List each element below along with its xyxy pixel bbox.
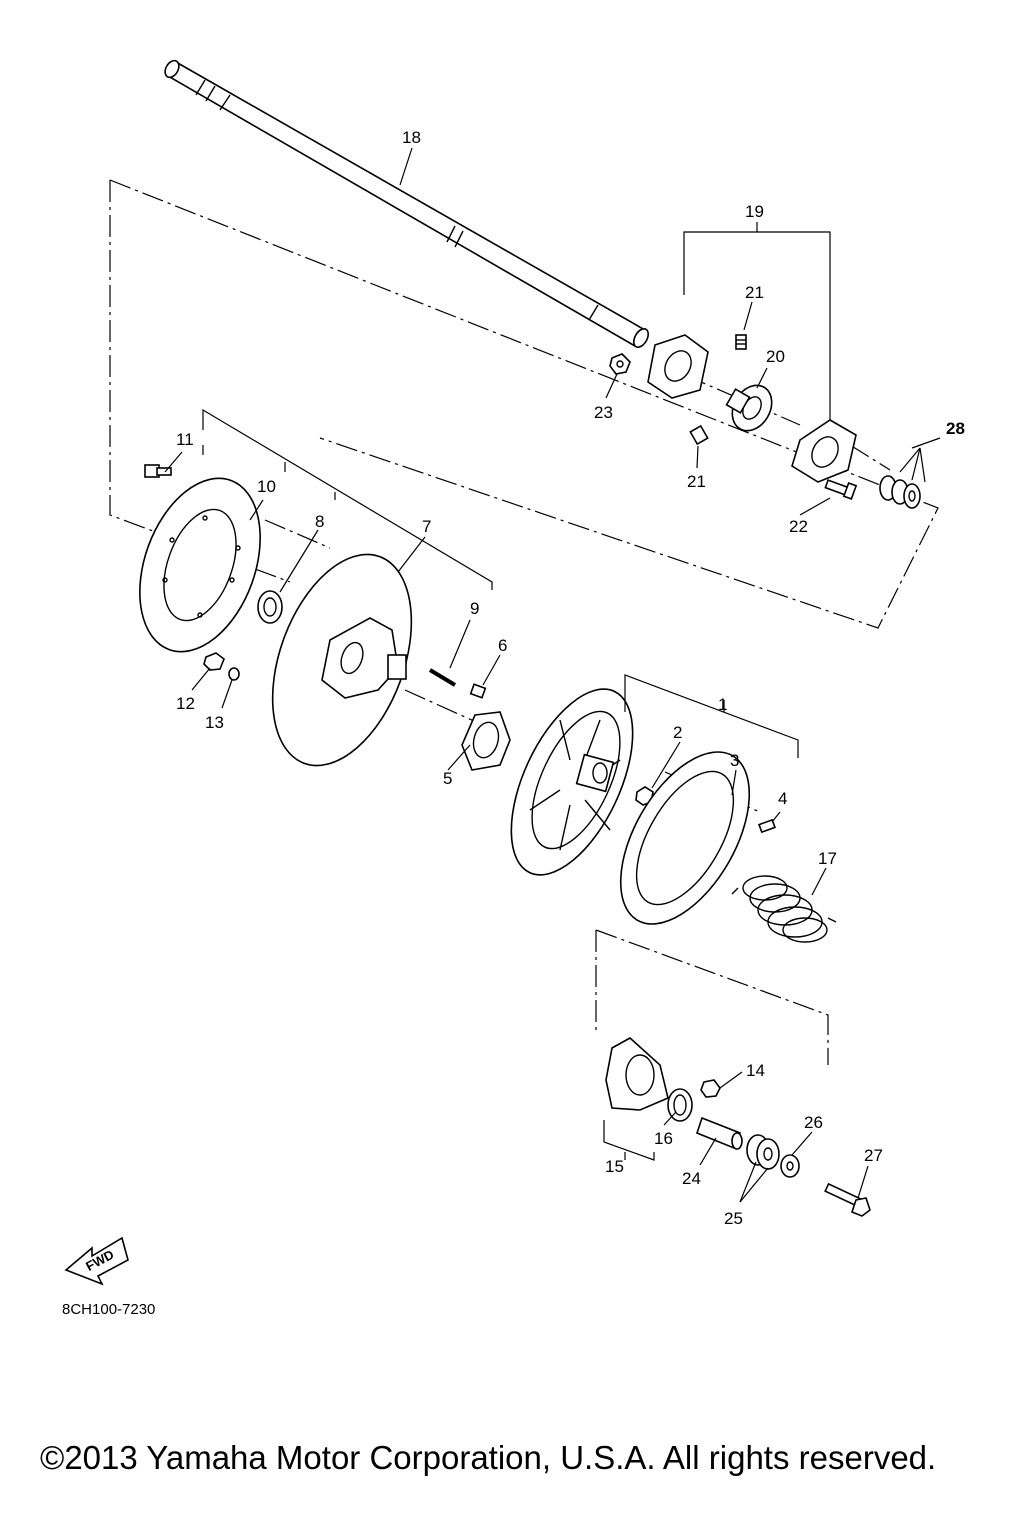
washer-cam	[780, 1154, 800, 1178]
callout-3: 3	[730, 751, 739, 770]
callout-8: 8	[315, 512, 324, 531]
callout-16: 16	[654, 1129, 673, 1148]
callout-22: 22	[789, 517, 808, 536]
nut	[609, 353, 631, 375]
callout-24: 25	[724, 1209, 743, 1228]
callout-9: 9	[470, 599, 479, 618]
collar	[257, 590, 283, 624]
shims	[879, 475, 921, 509]
callout-27: 27	[864, 1146, 883, 1165]
stud	[428, 668, 457, 687]
diagram-code: 8CH100-7230	[62, 1301, 155, 1318]
set-screw-lower	[689, 424, 709, 446]
nut-cam	[700, 1079, 721, 1098]
callout-12: 12	[176, 694, 195, 713]
callout-4: 4	[778, 789, 787, 808]
callout-5: 5	[443, 769, 452, 788]
callout-6: 6	[498, 636, 507, 655]
callout-15: 15	[605, 1157, 624, 1176]
callout-23: 23	[594, 403, 613, 422]
bolt-upper-left	[144, 464, 172, 478]
bearing	[725, 384, 773, 432]
rollers	[746, 1134, 780, 1170]
set-screw-upper	[735, 334, 747, 350]
callout-21-upper: 21	[745, 283, 764, 302]
callout-25: 24	[682, 1169, 701, 1188]
callout-21-lower: 21	[687, 472, 706, 491]
cam	[605, 1037, 669, 1111]
callout-28: 28	[946, 419, 965, 438]
bushing	[667, 1088, 693, 1122]
bolt-lower-left	[203, 652, 225, 671]
washer	[228, 667, 240, 681]
callout-26: 26	[804, 1113, 823, 1132]
callout-10: 10	[257, 477, 276, 496]
callout-1: 1	[718, 695, 727, 714]
cover-plate	[139, 477, 261, 653]
bearing-housing-upper	[647, 334, 709, 399]
callout-18: 18	[402, 128, 421, 147]
leader-lines	[164, 147, 941, 1203]
callout-14: 14	[746, 1061, 765, 1080]
fwd-arrow-icon: FWD	[64, 1236, 129, 1286]
bolt-cam	[824, 1182, 871, 1217]
callout-labels: 18 19 21 20 23 28 21 22 11 10 8 7 9 6 12…	[176, 128, 965, 1228]
screw	[758, 818, 776, 834]
sheave-cover-plate	[619, 751, 751, 925]
bolt-center	[469, 683, 487, 699]
fixed-sheave	[271, 553, 413, 767]
callout-19: 19	[745, 202, 764, 221]
callout-7: 7	[422, 517, 431, 536]
copyright-notice: ©2013 Yamaha Motor Corporation, U.S.A. A…	[40, 1439, 936, 1476]
bolt-housing	[824, 479, 858, 500]
callout-2: 2	[673, 723, 682, 742]
callout-11: 11	[176, 430, 194, 449]
bearing-housing-lower	[791, 419, 857, 483]
callout-13: 13	[205, 713, 224, 732]
callout-20: 20	[766, 347, 785, 366]
sleeve	[696, 1116, 743, 1150]
primary-shaft	[164, 59, 650, 348]
movable-sheave	[510, 688, 634, 876]
callout-17: 17	[818, 849, 837, 868]
gasket	[461, 711, 511, 771]
spring	[731, 875, 837, 943]
